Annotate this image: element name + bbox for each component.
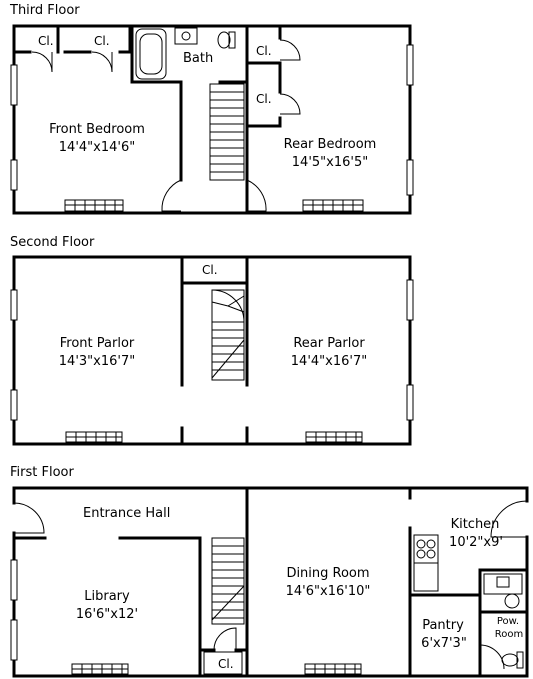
third-floor: Third Floor — [9, 3, 414, 215]
first-window-left — [10, 559, 18, 601]
third-window-left — [10, 64, 18, 106]
powder-sink — [504, 593, 520, 609]
third-closet-label-4: Cl. — [256, 92, 272, 106]
third-window-left-2 — [10, 159, 18, 191]
first-floor: First Floor — [10, 465, 529, 678]
first-window-left-2 — [10, 619, 18, 661]
second-window-left — [10, 289, 18, 321]
second-window-left-2 — [10, 389, 18, 421]
bathtub — [135, 28, 167, 80]
third-floor-stairs — [209, 83, 245, 181]
third-closet-door-4 — [279, 93, 301, 115]
bath-sink — [174, 27, 198, 45]
third-floor-title: Third Floor — [9, 3, 80, 18]
third-door-front-bedroom — [161, 179, 182, 212]
powder-toilet — [501, 653, 519, 667]
rear-parlor-name: Rear Parlor — [293, 336, 365, 351]
second-window-right-2 — [406, 384, 414, 421]
second-closet-label: Cl. — [202, 263, 218, 277]
third-window-right-2 — [406, 159, 414, 196]
front-parlor-name: Front Parlor — [60, 336, 135, 351]
rear-parlor-dims: 14'4"x16'7" — [291, 354, 367, 369]
first-closet-box — [203, 651, 243, 675]
front-door — [13, 502, 45, 534]
third-closet-label-3: Cl. — [256, 44, 272, 58]
third-floor-outer-wall — [12, 24, 412, 215]
bathtub-inner — [139, 33, 163, 75]
library-dims: 16'6"x12' — [76, 607, 138, 622]
first-fireplace-dining — [304, 663, 362, 675]
entrance-hall-label: Entrance Hall — [83, 506, 170, 521]
first-floor-stair-wall — [198, 486, 249, 678]
dining-room-name: Dining Room — [286, 566, 369, 581]
front-parlor-dims: 14'3"x16'7" — [59, 354, 135, 369]
third-floor-hall-wall — [179, 80, 249, 182]
second-floor: Second Floor — [10, 235, 414, 446]
bath-label: Bath — [183, 51, 213, 66]
dining-room-dims: 14'6"x16'10" — [286, 584, 371, 599]
pantry-sink-basin — [496, 576, 510, 588]
third-floor-bath-wall — [130, 24, 249, 215]
bath-sink-bowl — [181, 31, 191, 41]
kitchen-dims: 10'2"x9' — [449, 535, 503, 550]
third-closet-door-2 — [91, 51, 113, 73]
front-bedroom-name: Front Bedroom — [49, 122, 145, 137]
rear-bedroom-name: Rear Bedroom — [284, 137, 377, 152]
third-closet-label-2: Cl. — [94, 34, 110, 48]
first-fireplace-library — [71, 663, 129, 675]
first-floor-stairs — [211, 537, 245, 625]
front-bedroom-dims: 14'4"x14'6" — [59, 140, 135, 155]
powder-room-label-1: Pow. — [497, 616, 519, 627]
library-name: Library — [84, 589, 130, 604]
first-floor-outer-wall — [12, 486, 529, 678]
third-window-right — [406, 44, 414, 86]
second-floor-title: Second Floor — [10, 235, 95, 250]
third-closet-door-1 — [31, 51, 53, 73]
second-floor-outer-wall — [12, 255, 412, 446]
third-fireplace-rear — [302, 199, 364, 212]
powder-room-door — [479, 644, 505, 670]
third-floor-right-closet-wall — [245, 24, 282, 128]
pantry-name: Pantry — [422, 618, 464, 633]
third-closet-door-3 — [279, 39, 301, 61]
second-fireplace-front — [65, 431, 123, 443]
powder-toilet-tank — [516, 651, 524, 669]
bath-toilet-tank — [228, 31, 236, 49]
second-fireplace-rear — [305, 431, 363, 443]
first-floor-title: First Floor — [10, 465, 74, 480]
rear-door — [490, 500, 528, 538]
third-door-rear-bedroom — [246, 179, 267, 212]
kitchen-name: Kitchen — [451, 517, 500, 532]
third-floor-closet-wall — [12, 24, 134, 54]
third-fireplace-front — [64, 199, 124, 212]
second-window-right — [406, 279, 414, 321]
pantry-wall — [408, 568, 529, 678]
rear-bedroom-dims: 14'5"x16'5" — [292, 155, 368, 170]
pantry-dims: 6'x7'3" — [421, 636, 467, 651]
pantry-sink — [483, 573, 523, 595]
third-closet-label-1: Cl. — [38, 34, 54, 48]
kitchen-stove — [413, 534, 439, 592]
second-floor-stairs — [211, 289, 245, 381]
powder-room-label-2: Room — [495, 629, 523, 640]
bath-toilet — [217, 31, 231, 49]
first-stair-door — [213, 627, 237, 651]
first-closet-label: Cl. — [218, 657, 234, 671]
